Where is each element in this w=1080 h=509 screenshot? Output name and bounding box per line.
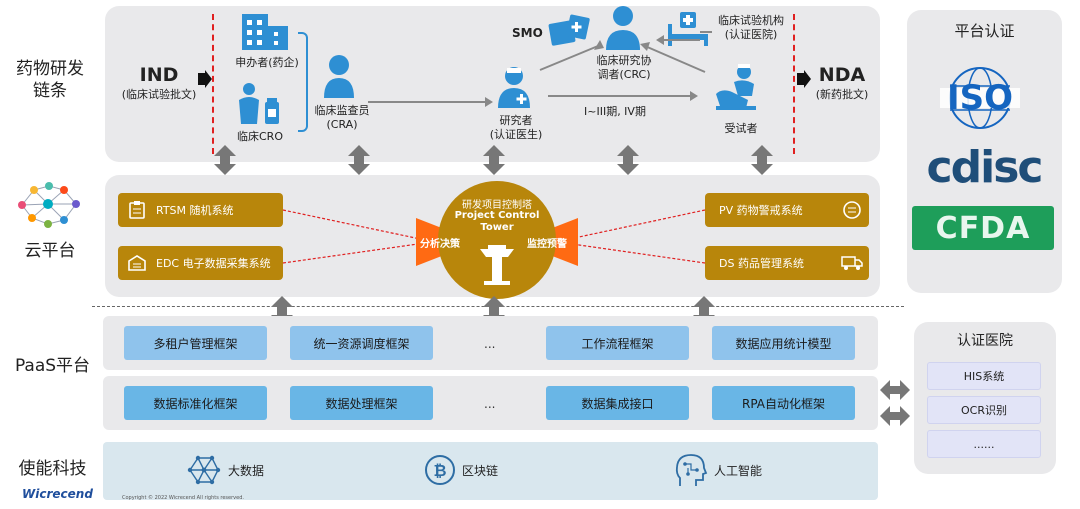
tech-ai: 人工智能 (674, 452, 762, 488)
fw-rpa[interactable]: RPA自动化框架 (712, 386, 855, 420)
hospital-more: ...... (927, 430, 1041, 458)
bitcoin-icon: ₿ (425, 455, 455, 485)
ai-head-icon (675, 454, 708, 486)
arrow-cra-to-researcher (368, 92, 493, 111)
nda-arrow-icon (797, 70, 811, 92)
fw-workflow[interactable]: 工作流程框架 (546, 326, 689, 360)
ocr-recognition[interactable]: OCR识别 (927, 396, 1041, 424)
fw-row2-ellipsis: ... (484, 397, 496, 411)
researcher-label: 研究者 (认证医生) (489, 114, 543, 141)
analysis-label: 分析决策 (420, 239, 460, 250)
iso-text: ISO (946, 78, 1014, 118)
cert-title: 平台认证 (954, 22, 1015, 40)
tech-blockchain: ₿ 区块链 (424, 454, 498, 486)
cra-person-icon (322, 54, 356, 102)
edc-label: EDC 电子数据采集系统 (156, 257, 271, 270)
pv-system[interactable]: PV 药物警戒系统 (705, 193, 869, 227)
subject-label: 受试者 (724, 122, 758, 135)
fw-data-integration[interactable]: 数据集成接口 (546, 386, 689, 420)
patient-icon (714, 62, 764, 116)
row-label-cloud: 云平台 (24, 241, 76, 261)
cro-label: 临床CRO (237, 130, 283, 143)
fw-multi-tenant[interactable]: 多租户管理框架 (124, 326, 267, 360)
fw-data-app-model[interactable]: 数据应用统计模型 (712, 326, 855, 360)
nda-subtitle: (新药批文) (815, 88, 869, 101)
cloud-network-icon (14, 180, 84, 230)
monitor-label: 监控预警 (527, 239, 567, 250)
bigdata-network-icon (187, 455, 221, 485)
tech-panel (103, 442, 878, 500)
rtsm-label: RTSM 随机系统 (156, 204, 234, 217)
cro-person-icon (235, 82, 283, 130)
row-label-enable: 使能科技 (18, 459, 87, 479)
cfda-logo: CFDA (912, 206, 1054, 250)
row-label-paas: PaaS平台 (14, 356, 91, 376)
his-system[interactable]: HIS系统 (927, 362, 1041, 390)
tower-title-cn: 研发项目控制塔 (462, 200, 532, 211)
sponsor-label: 申办者(药企) (235, 56, 299, 69)
doctor-icon (496, 64, 536, 112)
pv-label: PV 药物警戒系统 (719, 204, 803, 217)
ind-divider (212, 14, 214, 154)
building-icon (240, 12, 292, 56)
edc-system[interactable]: EDC 电子数据采集系统 (118, 246, 283, 280)
cra-label: 临床监查员 (CRA) (314, 104, 370, 131)
iso-logo (940, 66, 1020, 130)
phase-label: I~III期, IV期 (584, 105, 646, 118)
exchange-icon (841, 199, 863, 221)
ds-label: DS 药品管理系统 (719, 257, 804, 270)
cfda-text: CFDA (935, 210, 1031, 246)
rtsm-system[interactable]: RTSM 随机系统 (118, 193, 283, 227)
blockchain-label: 区块链 (462, 463, 499, 478)
fw-data-processing[interactable]: 数据处理框架 (290, 386, 433, 420)
institution-label: 临床试验机构 (认证医院) (718, 14, 784, 41)
ds-system[interactable]: DS 药品管理系统 (705, 246, 869, 280)
cdisc-logo: cdisc (926, 142, 1044, 193)
truck-icon (841, 252, 863, 274)
crc-person-icon (604, 4, 642, 54)
fw-resource-scheduling[interactable]: 统一资源调度框架 (290, 326, 433, 360)
tower-title-en: Project Control Tower (454, 210, 540, 233)
medicine-box-icon (548, 12, 592, 50)
row-label-drug-rd: 药物研发 链条 (16, 59, 84, 101)
ind-subtitle: (临床试验批文) (121, 88, 197, 101)
warehouse-icon (126, 252, 148, 274)
svg-text:₿: ₿ (433, 461, 446, 480)
fw-row1-ellipsis: ... (484, 337, 496, 351)
fw-data-standard[interactable]: 数据标准化框架 (124, 386, 267, 420)
ai-label: 人工智能 (714, 463, 763, 478)
ind-title: IND (139, 64, 179, 86)
copyright-text: Copyright © 2022 Wicrecend All rights re… (122, 495, 244, 501)
nda-divider (793, 14, 795, 154)
tower-icon (478, 243, 516, 289)
tech-bigdata: 大数据 (186, 454, 264, 486)
ind-arrow-icon (198, 70, 212, 92)
brand-logo: Wicrecend (22, 487, 93, 501)
bigdata-label: 大数据 (228, 463, 265, 478)
hospital-bed-icon (666, 10, 710, 52)
hospital-title: 认证医院 (957, 333, 1013, 349)
clipboard-icon (126, 199, 148, 221)
nda-title: NDA (818, 64, 866, 86)
crc-label: 临床研究协 调者(CRC) (596, 54, 652, 81)
smo-label: SMO (512, 26, 543, 40)
sponsor-bracket (298, 32, 308, 132)
